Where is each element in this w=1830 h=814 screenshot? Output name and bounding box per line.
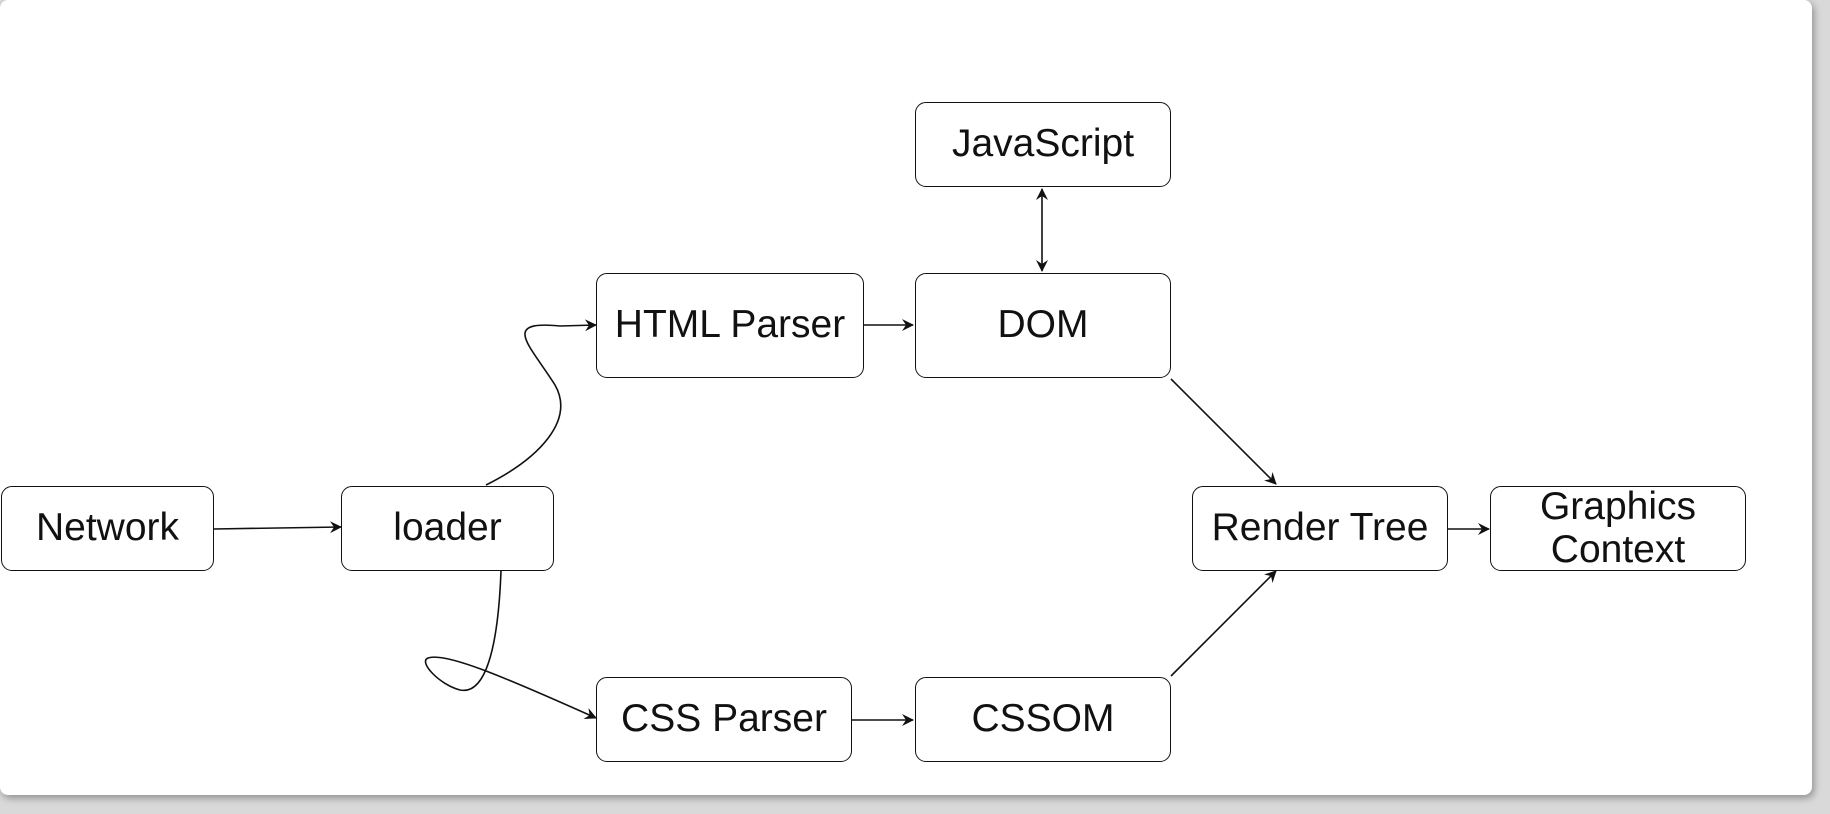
- node-cssom: CSSOM: [915, 677, 1171, 762]
- edge-cssom-render-tree: [1170, 570, 1277, 677]
- edge-loader-css-parser: [424, 570, 597, 719]
- diagram-canvas: Network loader HTML Parser DOM JavaScrip…: [0, 0, 1812, 795]
- node-javascript: JavaScript: [915, 102, 1171, 187]
- node-css-parser: CSS Parser: [596, 677, 852, 762]
- node-graphics-context: Graphics Context: [1490, 486, 1746, 571]
- diagram-connectors: [213, 188, 1490, 726]
- node-html-parser: HTML Parser: [596, 273, 864, 378]
- node-dom: DOM: [915, 273, 1171, 378]
- edge-network-loader: [213, 521, 342, 534]
- node-loader: loader: [341, 486, 554, 571]
- node-network: Network: [1, 486, 214, 571]
- node-render-tree: Render Tree: [1192, 486, 1448, 571]
- edge-dom-render-tree: [1170, 378, 1277, 485]
- edge-loader-html-parser: [485, 319, 597, 486]
